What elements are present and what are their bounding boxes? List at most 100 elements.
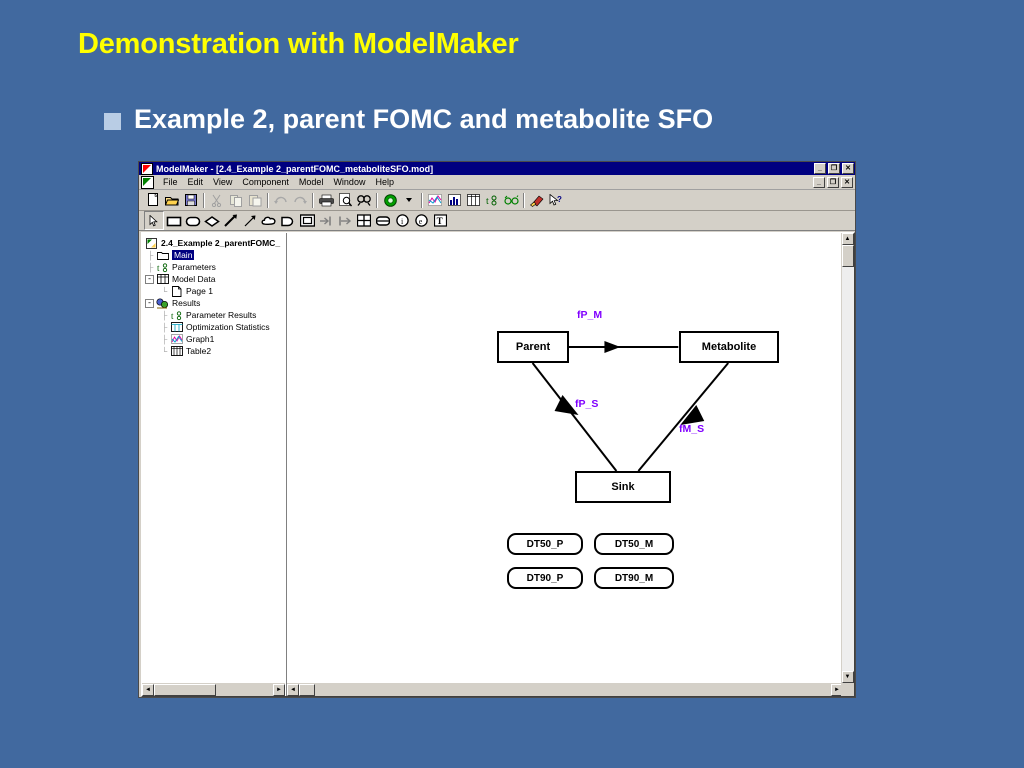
tree-node-graph1[interactable]: ├ Graph1 xyxy=(145,333,280,345)
tree-node-results[interactable]: - Results xyxy=(145,297,280,309)
menu-help[interactable]: Help xyxy=(375,177,394,187)
tree-hscroll-thumb[interactable] xyxy=(154,683,216,696)
document-icon[interactable] xyxy=(141,175,154,189)
svg-text:t: t xyxy=(171,311,174,321)
undo-icon[interactable] xyxy=(272,192,290,209)
mdi-close-button[interactable]: ✕ xyxy=(841,176,853,188)
node-metabolite[interactable]: Metabolite xyxy=(679,331,779,363)
node-dt50-p[interactable]: DT50_P xyxy=(507,533,583,555)
node-parent[interactable]: Parent xyxy=(497,331,569,363)
parameters-icon: t xyxy=(170,310,183,321)
lookup-table-icon[interactable] xyxy=(374,212,392,229)
output-port-icon[interactable] xyxy=(336,212,354,229)
close-button[interactable]: ✕ xyxy=(842,163,854,174)
tree-line: └ xyxy=(161,286,168,296)
print-icon[interactable] xyxy=(317,192,335,209)
circle-i-icon[interactable]: i xyxy=(393,212,411,229)
menubar: File Edit View Component Model Window He… xyxy=(139,175,855,190)
tree-expander-minus[interactable]: - xyxy=(145,274,154,284)
help-pointer-icon[interactable]: ? xyxy=(547,192,565,209)
diagram-vscroll-track[interactable] xyxy=(841,267,854,671)
tree-node-parameters[interactable]: ├ t Parameters xyxy=(145,261,280,273)
run-icon[interactable] xyxy=(381,192,399,209)
mdi-minimize-button[interactable]: _ xyxy=(813,176,825,188)
modelmaker-icon xyxy=(141,162,153,175)
tree-node-root[interactable]: 2.4_Example 2_parentFOMC_ xyxy=(145,237,280,249)
tree-node-model-data[interactable]: - Model Data xyxy=(145,273,280,285)
node-dt50-m[interactable]: DT50_M xyxy=(594,533,674,555)
eraser-icon[interactable] xyxy=(528,192,546,209)
tree-node-page1[interactable]: └ Page 1 xyxy=(145,285,280,297)
bar-chart-icon[interactable] xyxy=(445,192,463,209)
tree-hscrollbar[interactable]: ◄ ► xyxy=(142,683,285,696)
scroll-left-arrow[interactable]: ◄ xyxy=(142,683,154,696)
diagram-vscroll-thumb[interactable] xyxy=(841,245,854,267)
find-icon[interactable] xyxy=(355,192,373,209)
input-port-icon[interactable] xyxy=(317,212,335,229)
minimize-button[interactable]: _ xyxy=(814,163,826,174)
scroll-right-arrow[interactable]: ► xyxy=(273,683,285,696)
scroll-left-arrow[interactable]: ◄ xyxy=(287,683,299,696)
paste-icon[interactable] xyxy=(246,192,264,209)
menu-file[interactable]: File xyxy=(163,177,178,187)
diagram-hscrollbar[interactable]: ◄ ► xyxy=(287,683,843,696)
tree-node-table2[interactable]: └ Table2 xyxy=(145,345,280,357)
menu-view[interactable]: View xyxy=(213,177,233,187)
diagram-pane[interactable]: Parent Metabolite Sink DT50_P DT50_M DT9… xyxy=(287,233,854,696)
open-icon[interactable] xyxy=(163,192,181,209)
glasses-icon[interactable] xyxy=(502,192,520,209)
graph-icon xyxy=(170,334,183,345)
scroll-down-arrow[interactable]: ▼ xyxy=(841,671,854,683)
toolbar-separator xyxy=(265,192,271,208)
node-dt90-m[interactable]: DT90_M xyxy=(594,567,674,589)
menu-component[interactable]: Component xyxy=(242,177,289,187)
diagram-vscrollbar[interactable]: ▲ ▼ xyxy=(841,233,854,683)
flow-label-fp-s[interactable]: fP_S xyxy=(575,398,599,410)
scroll-right-arrow[interactable]: ► xyxy=(831,683,843,696)
model-tree-pane[interactable]: 2.4_Example 2_parentFOMC_ ├ Main ├ xyxy=(142,233,287,696)
node-sink[interactable]: Sink xyxy=(575,471,671,503)
submodel-icon[interactable] xyxy=(298,212,316,229)
print-preview-icon[interactable] xyxy=(336,192,354,209)
chevron-down-icon[interactable] xyxy=(400,192,418,209)
tree-expander-minus[interactable]: - xyxy=(145,298,154,308)
graph-icon[interactable] xyxy=(426,192,444,209)
text-tool-icon[interactable]: T xyxy=(431,212,449,229)
scroll-up-arrow[interactable]: ▲ xyxy=(841,233,854,245)
tree-node-optimization-statistics[interactable]: ├ Optimization Statistics xyxy=(145,321,280,333)
cloud-icon[interactable] xyxy=(260,212,278,229)
flow-arrow-icon[interactable] xyxy=(222,212,240,229)
mdi-restore-button[interactable]: ❐ xyxy=(827,176,839,188)
tree-item-label-parameters: Parameters xyxy=(172,262,216,272)
flow-label-fm-s[interactable]: fM_S xyxy=(679,423,705,435)
page-title: Demonstration with ModelMaker xyxy=(78,28,519,60)
parameters-icon[interactable]: t xyxy=(483,192,501,209)
svg-text:?: ? xyxy=(557,195,562,204)
cut-icon[interactable] xyxy=(208,192,226,209)
redo-icon[interactable] xyxy=(291,192,309,209)
bullet-line: Example 2, parent FOMC and metabolite SF… xyxy=(104,104,713,135)
tree-node-main[interactable]: ├ Main xyxy=(145,249,280,261)
flow-label-fp-m[interactable]: fP_M xyxy=(577,309,603,321)
menu-model[interactable]: Model xyxy=(298,177,324,187)
save-icon[interactable] xyxy=(182,192,200,209)
influence-arrow-icon[interactable] xyxy=(241,212,259,229)
node-dt90-p[interactable]: DT90_P xyxy=(507,567,583,589)
flow-diagram-canvas[interactable] xyxy=(287,233,854,696)
menu-edit[interactable]: Edit xyxy=(187,177,204,187)
copy-icon[interactable] xyxy=(227,192,245,209)
rectangle-compartment-icon[interactable] xyxy=(165,212,183,229)
diagram-hscroll-thumb[interactable] xyxy=(299,683,315,696)
diamond-icon[interactable] xyxy=(203,212,221,229)
restore-button[interactable]: ❐ xyxy=(828,163,840,174)
new-icon[interactable] xyxy=(144,192,162,209)
rounded-rectangle-icon[interactable] xyxy=(184,212,202,229)
circle-e-icon[interactable]: e xyxy=(412,212,430,229)
tree-line: ├ xyxy=(147,250,154,260)
tree-node-parameter-results[interactable]: ├ t Parameter Results xyxy=(145,309,280,321)
table-icon[interactable] xyxy=(464,192,482,209)
grid-icon[interactable] xyxy=(355,212,373,229)
menu-window[interactable]: Window xyxy=(333,177,366,187)
select-arrow-icon[interactable] xyxy=(144,211,164,230)
d-shape-icon[interactable] xyxy=(279,212,297,229)
